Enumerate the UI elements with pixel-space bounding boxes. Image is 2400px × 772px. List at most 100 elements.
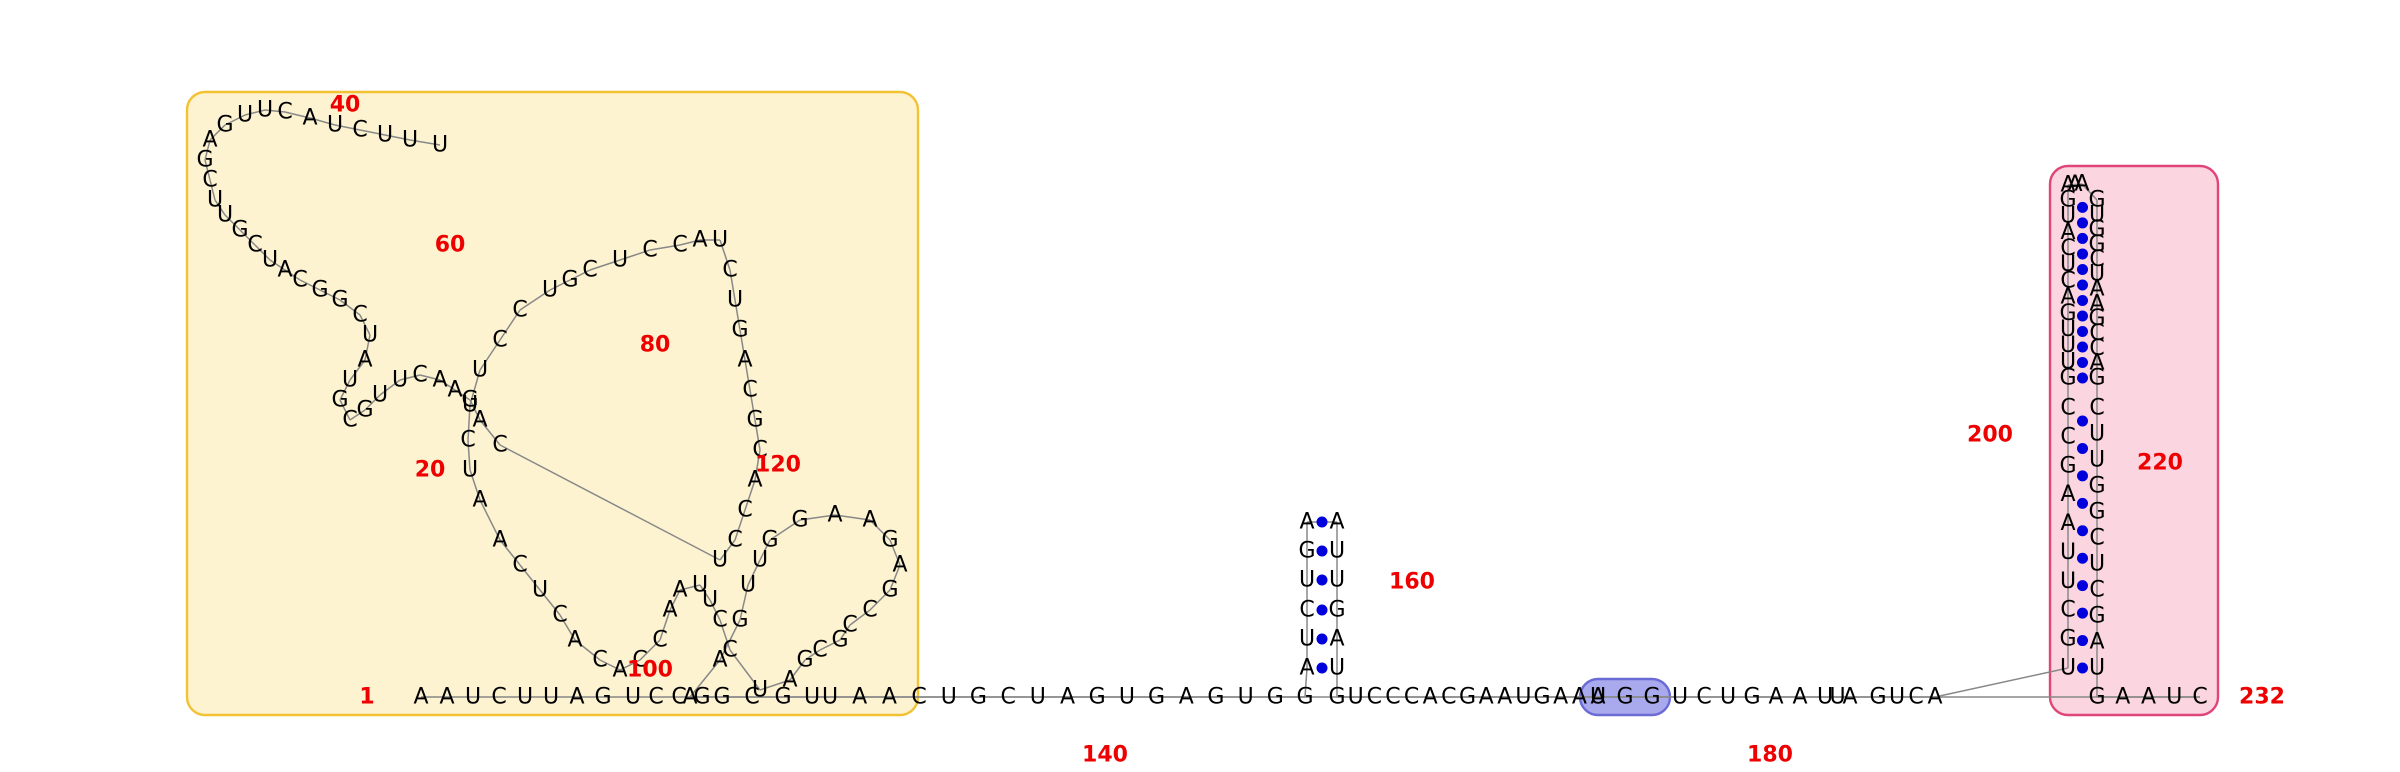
base-pair-dot (2077, 552, 2088, 564)
base-pair-dot (2077, 662, 2088, 674)
nucleotide: G (2059, 188, 2076, 213)
nucleotide: C (1000, 685, 1015, 710)
backbone-link (849, 609, 871, 626)
nucleotide: U (342, 368, 358, 393)
backbone-link (804, 649, 821, 661)
nucleotide: C (2060, 598, 2075, 623)
nucleotide: G (331, 288, 348, 313)
nucleotide: C (1385, 685, 1400, 710)
nucleotide: C (1441, 685, 1456, 710)
backbone-link (599, 659, 621, 671)
nucleotide: G (461, 388, 478, 413)
backbone-link (469, 369, 481, 406)
nucleotide: U (822, 685, 838, 710)
backbone-link (409, 139, 441, 146)
base-pair-dot (2077, 263, 2088, 275)
nucleotide: U (207, 188, 223, 213)
nucleotide: A (439, 685, 454, 710)
nucleotide: A (1553, 685, 1568, 710)
nucleotide: A (1299, 510, 1314, 535)
backbone-link (734, 509, 746, 541)
nucleotide: C (582, 258, 597, 283)
nucleotide: G (1296, 685, 1313, 710)
nucleotide: A (1060, 685, 1075, 710)
nucleotide: U (2089, 202, 2105, 227)
nucleotide: G (881, 528, 898, 553)
backbone-link (479, 339, 501, 371)
nucleotide: A (827, 503, 842, 528)
nucleotide: G (216, 113, 233, 138)
nucleotide: G (1459, 685, 1476, 710)
position-label: 140 (1082, 743, 1128, 768)
backbone-link (224, 114, 246, 126)
nucleotide: G (231, 218, 248, 243)
nucleotide: U (2089, 552, 2105, 577)
backbone-link (719, 619, 741, 661)
backbone-link (889, 564, 901, 591)
backbone-link (479, 419, 501, 446)
backbone-link (224, 214, 241, 231)
backbone-link (759, 539, 771, 561)
pink-hairpin (2048, 164, 2220, 717)
base-pair-dot (2077, 470, 2088, 482)
backbone-link (719, 239, 731, 271)
nucleotide: G (1207, 685, 1224, 710)
backbone-link (284, 111, 311, 119)
nucleotide: C (247, 233, 262, 258)
backbone-link (559, 614, 576, 641)
nucleotide: U (2060, 656, 2076, 681)
backbone-link (689, 659, 721, 698)
nucleotide: C (1696, 685, 1711, 710)
nucleotide: U (217, 203, 233, 228)
nucleotide: G (1743, 685, 1760, 710)
nucleotide: C (742, 378, 757, 403)
backbone-link (744, 359, 751, 391)
nucleotide: A (2089, 291, 2104, 316)
backbone-link (839, 624, 851, 641)
backbone-link (269, 259, 286, 271)
nucleotide: U (1720, 685, 1736, 710)
nucleotide: A (1590, 685, 1605, 710)
nucleotide: G (2059, 627, 2076, 652)
nucleotide: G (774, 685, 791, 710)
nucleotide: C (722, 638, 737, 663)
nucleotide: G (594, 685, 611, 710)
backbone-link (519, 564, 541, 591)
nucleotide: A (737, 348, 752, 373)
nucleotide: G (731, 318, 748, 343)
nucleotide: U (462, 393, 478, 418)
nucleotide: G (2088, 604, 2105, 629)
nucleotide: C (512, 298, 527, 323)
backbone-link (719, 619, 731, 651)
backbone-link (719, 539, 736, 561)
nucleotide: C (1404, 685, 1419, 710)
nucleotide: U (1348, 685, 1364, 710)
nucleotide: U (712, 548, 728, 573)
nucleotide: C (2089, 578, 2104, 603)
nucleotide: A (1329, 510, 1344, 535)
backbone-link (679, 584, 701, 591)
nucleotide: U (402, 128, 418, 153)
backbone-link (729, 269, 736, 301)
backbone-link (359, 129, 386, 136)
nucleotide: A (2060, 220, 2075, 245)
nucleotide: C (460, 428, 475, 453)
nucleotide: U (1329, 539, 1345, 564)
base-pair-dot (2077, 442, 2088, 454)
nucleotide: G (1616, 685, 1633, 710)
base-pair-dot (2077, 310, 2088, 322)
nucleotide: U (2060, 349, 2076, 374)
nucleotide: C (671, 685, 686, 710)
backbone-link (729, 649, 761, 691)
backbone-link (819, 639, 841, 651)
nucleotide: C (277, 100, 292, 125)
nucleotide: G (1869, 685, 1886, 710)
backbone-link (747, 559, 761, 586)
nucleotide: A (1423, 685, 1438, 710)
nucleotide: G (1643, 685, 1660, 710)
nucleotide: U (1299, 627, 1315, 652)
nucleotide: C (642, 238, 657, 263)
nucleotide: G (2088, 232, 2105, 257)
backbone-link (799, 514, 836, 521)
